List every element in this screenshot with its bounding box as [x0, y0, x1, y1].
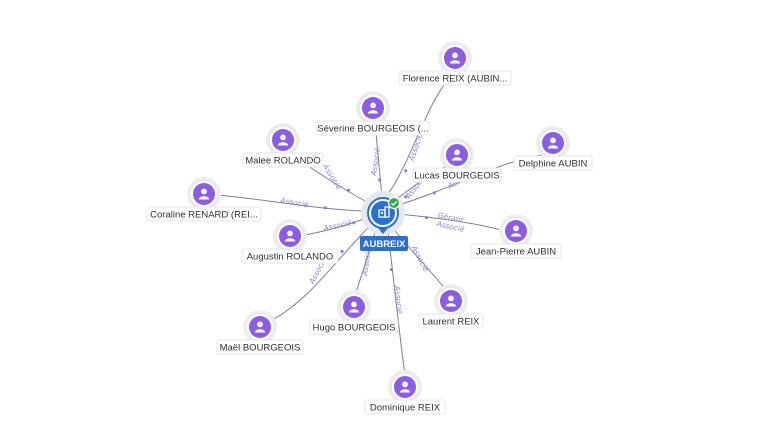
person-label[interactable]: Dominique REIX: [370, 403, 441, 414]
edge-role-label: Associé: [322, 218, 353, 233]
person-label-box: [316, 120, 430, 136]
person-icon: [198, 188, 210, 200]
center-label-box: [360, 236, 408, 251]
center-company-label[interactable]: AUBREIX: [363, 239, 406, 250]
person-node-malee-rolando[interactable]: Malee ROLANDO: [242, 123, 324, 168]
center-company-node[interactable]: AUBREIX: [360, 191, 408, 251]
person-label-box: [418, 313, 484, 329]
person-node-lucas-bourgeois[interactable]: Lucas BOURGEOIS: [412, 138, 502, 183]
edge-arrow-marker: [424, 215, 429, 220]
person-icon: [451, 149, 463, 161]
person-label-box: [242, 152, 324, 168]
person-label[interactable]: Séverine BOURGEOIS (...: [317, 124, 428, 135]
edge-coraline-renard: [217, 194, 367, 212]
person-label-box: [309, 319, 399, 335]
person-label-box: [513, 155, 593, 171]
edge-role-label: Associé: [369, 147, 382, 178]
edge-role-label: Associé: [392, 284, 404, 315]
person-icon: [367, 102, 379, 114]
person-node-delphine-aubin[interactable]: Delphine AUBIN: [513, 126, 593, 171]
edge-arrow-marker: [346, 188, 351, 192]
company-building-icon: [378, 206, 390, 218]
edge-laurent-reix: [392, 227, 447, 291]
person-node-dominique-reix[interactable]: Dominique REIX: [364, 370, 446, 415]
person-label[interactable]: Laurent REIX: [422, 317, 480, 328]
edge-arrow-marker: [404, 195, 408, 199]
person-label-box: [216, 339, 304, 355]
edge-arrow-marker: [352, 221, 356, 225]
edge-dominique-reix: [387, 231, 406, 376]
edge-arrow-marker: [389, 267, 394, 272]
person-label[interactable]: Maël BOURGEOIS: [220, 343, 301, 354]
edge-arrow-marker: [340, 249, 344, 253]
person-icon: [348, 301, 360, 313]
edge-arrow-marker: [404, 169, 408, 173]
edge-arrow-marker: [323, 206, 327, 210]
edge-arrow-marker: [432, 191, 436, 195]
person-icon: [449, 52, 461, 64]
edge-role-label: Associé: [360, 247, 373, 278]
person-label[interactable]: Augustin ROLANDO: [247, 252, 334, 263]
person-node-jean-pierre-aubin[interactable]: Jean-Pierre AUBIN: [470, 214, 562, 259]
person-label[interactable]: Delphine AUBIN: [519, 159, 588, 170]
person-label-box: [241, 248, 339, 264]
person-label[interactable]: Lucas BOURGEOIS: [414, 171, 500, 182]
edge-hugo-bourgeois: [355, 227, 377, 294]
person-label-box: [412, 167, 502, 183]
person-label-box: [146, 206, 262, 222]
person-node-coraline-renard[interactable]: Coraline RENARD (REI...: [146, 177, 262, 222]
person-label-box: [470, 243, 562, 259]
person-node-laurent-reix[interactable]: Laurent REIX: [418, 284, 484, 329]
person-icon: [547, 137, 559, 149]
person-label[interactable]: Hugo BOURGEOIS: [313, 323, 396, 334]
person-icon: [399, 381, 411, 393]
person-node-hugo-bourgeois[interactable]: Hugo BOURGEOIS: [309, 290, 399, 335]
edge-role-label: Associé: [279, 195, 310, 209]
edge-role-label: Associé: [407, 132, 425, 163]
person-label[interactable]: Malee ROLANDO: [245, 156, 321, 167]
person-node-augustin-rolando[interactable]: Augustin ROLANDO: [241, 219, 339, 264]
nodes-layer: Florence REIX (AUBIN... Séverine BOURGEOI…: [146, 41, 593, 415]
edge-jean-pierre-aubin: [397, 213, 506, 232]
edge-arrow-marker: [378, 178, 382, 182]
person-label[interactable]: Coraline RENARD (REI...: [150, 210, 258, 221]
edge-role-label: Associé: [409, 243, 431, 273]
person-label[interactable]: Jean-Pierre AUBIN: [476, 247, 556, 258]
person-icon: [284, 230, 296, 242]
person-icon: [445, 295, 457, 307]
person-icon: [510, 225, 522, 237]
person-label[interactable]: Florence REIX (AUBIN...: [403, 74, 508, 85]
person-node-severine-bourgeois[interactable]: Séverine BOURGEOIS (...: [316, 91, 430, 136]
verified-check-icon: [387, 196, 401, 210]
person-node-florence-reix[interactable]: Florence REIX (AUBIN...: [398, 41, 512, 86]
person-icon: [277, 134, 289, 146]
person-icon: [254, 321, 266, 333]
person-label-box: [364, 399, 446, 415]
person-label-box: [398, 70, 512, 86]
person-node-mael-bourgeois[interactable]: Maël BOURGEOIS: [216, 310, 304, 355]
center-node-pointer: [378, 228, 388, 234]
edge-mael-bourgeois: [271, 225, 371, 321]
